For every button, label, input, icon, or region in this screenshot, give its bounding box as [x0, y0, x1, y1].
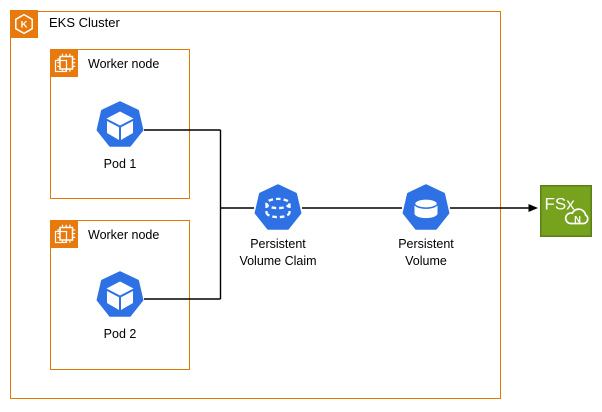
worker-node-1-boundary — [50, 49, 190, 199]
ec2-instance-icon — [50, 220, 78, 248]
fsx-icon-text: FSx — [545, 195, 576, 214]
pv-label: Persistent Volume — [366, 236, 486, 270]
pod-1-label: Pod 1 — [103, 157, 137, 171]
eks-icon-letter: K — [21, 20, 28, 31]
k8s-pod-icon-2 — [96, 271, 144, 317]
eks-cluster-boundary — [10, 11, 501, 399]
k8s-persistent-volume-claim-icon — [254, 184, 302, 230]
fsx-for-netapp-ontap-icon: FSx N — [540, 185, 592, 237]
eks-icon: K — [10, 10, 38, 38]
pvc-label-line2: Volume Claim — [239, 254, 317, 268]
k8s-pod-icon-1 — [96, 101, 144, 147]
pod-2-label: Pod 2 — [103, 327, 137, 341]
k8s-persistent-volume-icon — [402, 184, 450, 230]
worker-node-2-label: Worker node — [88, 228, 160, 242]
pvc-label: Persistent Volume Claim — [217, 236, 339, 270]
worker-node-2-boundary — [50, 220, 190, 370]
worker-node-1-label: Worker node — [88, 57, 160, 71]
pv-label-line2: Volume — [405, 254, 447, 268]
pv-label-line1: Persistent — [398, 237, 454, 251]
fsx-icon-cloud-letter: N — [574, 215, 581, 226]
ec2-instance-icon — [50, 49, 78, 77]
eks-cluster-label: EKS Cluster — [49, 15, 120, 30]
pvc-label-line1: Persistent — [250, 237, 306, 251]
